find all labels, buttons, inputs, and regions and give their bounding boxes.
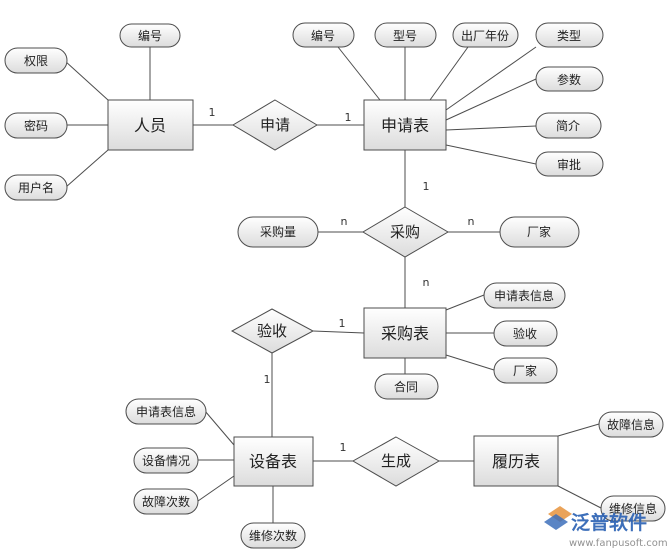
attribute-fault-info: 故障信息 <box>598 411 664 438</box>
attribute-application-info-label: 申请表信息 <box>494 288 554 303</box>
entity-purchase-form: 采购表 <box>363 307 447 359</box>
attribute-type: 类型 <box>535 22 604 48</box>
attribute-intro-label: 简介 <box>556 119 580 133</box>
relation-apply: 申请 <box>232 99 318 151</box>
attribute-model: 型号 <box>374 22 437 48</box>
attribute-type-label: 类型 <box>557 29 581 43</box>
watermark-brand: 泛普软件 <box>571 511 647 534</box>
cardinality-equipment-generate: 1 <box>340 441 347 454</box>
attribute-fault-info-label: 故障信息 <box>607 417 655 432</box>
attribute-manufacture-year: 出厂年份 <box>452 22 519 48</box>
attribute-repair-count-label: 维修次数 <box>249 528 297 543</box>
attribute-username: 用户名 <box>4 174 68 201</box>
attribute-purchase-qty: 采购量 <box>237 216 319 248</box>
attribute-username-label: 用户名 <box>18 180 54 195</box>
attribute-purchase-qty-label: 采购量 <box>260 224 296 239</box>
attribute-repair-info-label: 维修信息 <box>609 501 657 516</box>
attribute-contract-label: 合同 <box>394 379 418 394</box>
attribute-repair-count: 维修次数 <box>240 522 306 549</box>
attribute-manufacturer-label: 厂家 <box>527 224 551 239</box>
attribute-acceptance: 验收 <box>493 320 558 347</box>
attribute-equipment-application-info: 申请表信息 <box>125 398 207 425</box>
attribute-acceptance-label: 验收 <box>513 326 537 341</box>
cardinality-inspect-equipment: 1 <box>264 373 271 386</box>
attribute-manufacture-year-label: 出厂年份 <box>461 29 509 43</box>
relation-inspect: 验收 <box>230 308 315 354</box>
relation-apply-label: 申请 <box>260 116 290 134</box>
attributes: 编号 权限 密码 用户名 编号 型号 出厂年份 类型 <box>4 22 666 549</box>
attribute-approval: 审批 <box>535 151 604 177</box>
attribute-person-number: 编号 <box>119 23 181 48</box>
attribute-equipment-application-info-label: 申请表信息 <box>136 404 196 419</box>
attribute-password-label: 密码 <box>24 118 48 133</box>
entity-person: 人员 <box>107 99 194 151</box>
entity-person-label: 人员 <box>134 116 166 135</box>
cardinality-apply-application: 1 <box>345 111 352 124</box>
relation-purchase-label: 采购 <box>390 223 420 241</box>
attribute-manufacturer: 厂家 <box>499 216 580 248</box>
attribute-person-number-label: 编号 <box>138 28 162 43</box>
entity-application: 申请表 <box>363 99 447 151</box>
entity-equipment-label: 设备表 <box>249 452 297 471</box>
attribute-application-number: 编号 <box>292 22 355 48</box>
attribute-equipment-status: 设备情况 <box>133 447 199 474</box>
attribute-params-label: 参数 <box>557 72 581 87</box>
attribute-intro: 简介 <box>535 112 602 139</box>
relation-purchase: 采购 <box>362 206 449 258</box>
relation-generate: 生成 <box>351 436 441 487</box>
attribute-contract: 合同 <box>374 373 439 400</box>
attribute-application-number-label: 编号 <box>311 28 335 43</box>
attribute-params: 参数 <box>535 66 604 92</box>
entity-purchase-form-label: 采购表 <box>381 324 429 343</box>
attribute-purchase-form-manufacturer-label: 厂家 <box>513 363 537 378</box>
attribute-permission-label: 权限 <box>24 54 48 68</box>
attribute-repair-info: 维修信息 <box>600 495 666 522</box>
watermark: 泛普软件 www.fanpusoft.com <box>544 506 668 549</box>
relation-generate-label: 生成 <box>381 452 411 470</box>
attribute-model-label: 型号 <box>393 29 417 43</box>
entity-resume: 履历表 <box>473 435 559 487</box>
cardinality-inspect-purchase-form: 1 <box>339 317 346 330</box>
entity-equipment: 设备表 <box>233 436 314 487</box>
entity-resume-label: 履历表 <box>492 452 540 471</box>
attribute-fault-count-label: 故障次数 <box>142 494 190 509</box>
brand-logo-icon <box>544 506 572 530</box>
attribute-application-info: 申请表信息 <box>483 282 566 309</box>
attribute-purchase-form-manufacturer: 厂家 <box>493 357 558 384</box>
attribute-approval-label: 审批 <box>557 157 581 172</box>
attribute-fault-count: 故障次数 <box>133 488 199 515</box>
cardinality-purchase-form: n <box>423 276 430 289</box>
cardinalities: 1 1 1 n n n 1 1 1 1 <box>209 106 492 454</box>
cardinality-qty-purchase: n <box>341 215 348 228</box>
connectors <box>64 46 602 523</box>
entity-application-label: 申请表 <box>381 116 429 135</box>
cardinality-person-apply: 1 <box>209 106 216 119</box>
cardinality-purchase-manufacturer: n <box>468 215 475 228</box>
cardinality-application-purchase: 1 <box>423 180 430 193</box>
attribute-password: 密码 <box>4 112 68 139</box>
relation-inspect-label: 验收 <box>257 322 287 340</box>
attribute-equipment-status-label: 设备情况 <box>142 454 190 468</box>
watermark-url: www.fanpusoft.com <box>569 538 668 549</box>
attribute-permission: 权限 <box>4 47 68 74</box>
